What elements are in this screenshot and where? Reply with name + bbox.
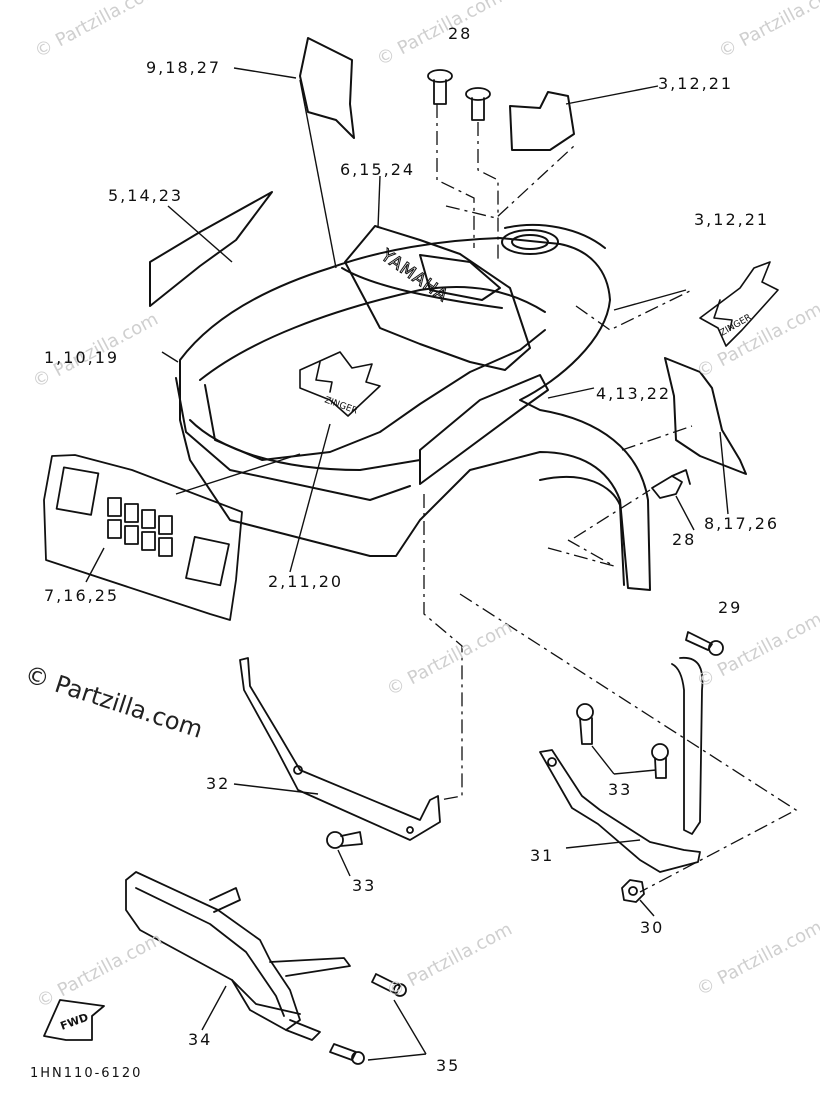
leader-3-12-21-top [565, 85, 659, 105]
guard-34 [125, 871, 351, 1041]
decal-fender-side [419, 374, 549, 485]
leader-3-12-21-mid [613, 289, 687, 311]
leader-7-16-25 [85, 547, 105, 583]
zinger-badge-separate [699, 261, 779, 347]
diagram-code: 1HN110-6120 [30, 1066, 143, 1081]
callout-28-top: 28 [448, 24, 473, 43]
callout-34: 34 [188, 1030, 213, 1049]
leader-35b [367, 1053, 427, 1061]
stay-31 [539, 657, 704, 873]
bolt-29 [685, 631, 724, 656]
callout-30: 30 [640, 918, 665, 937]
dash-screw-1 [436, 104, 475, 248]
leader-grille [175, 453, 301, 495]
decal-left [149, 191, 273, 307]
leader-33b [613, 769, 657, 775]
dash-decal-top [445, 145, 575, 219]
bolts-35 [329, 973, 407, 1065]
bolt-28-side [651, 469, 691, 499]
leader-9-18-27-ext [299, 79, 337, 269]
decal-top [299, 37, 355, 139]
screws-28-top [427, 69, 491, 121]
leader-9-18-27 [233, 67, 297, 79]
bolt-33-left [326, 831, 363, 849]
callout-4-13-22: 4,13,22 [596, 384, 672, 403]
dash-badge [575, 289, 693, 331]
decal-upper-right [509, 91, 575, 151]
front-emblem-plate [344, 225, 531, 371]
dash-decal-right [621, 425, 693, 451]
leader-2-11-20 [289, 423, 331, 573]
callout-6-15-24: 6,15,24 [340, 160, 416, 179]
leader-33a [591, 745, 615, 775]
callout-1-10-19: 1,10,19 [44, 348, 120, 367]
nut-30 [621, 879, 645, 903]
callout-5-14-23: 5,14,23 [108, 186, 184, 205]
dash-screw-2 [477, 122, 499, 262]
fwd-arrow [43, 999, 105, 1041]
leader-8-17-26 [719, 431, 729, 515]
leader-33-left [337, 849, 351, 877]
stay-32 [239, 657, 441, 841]
callout-8-17-26: 8,17,26 [704, 514, 780, 533]
leader-30 [639, 899, 655, 917]
fwd-text: FWD [59, 1011, 90, 1033]
leader-5-14-23 [167, 205, 233, 263]
callout-2-11-20: 2,11,20 [268, 572, 344, 591]
dash-mount [459, 593, 798, 893]
dash-left-mount [423, 494, 463, 801]
zinger-badge-body [299, 351, 381, 417]
bolts-33-right [576, 703, 669, 779]
callout-33-right: 33 [608, 780, 633, 799]
callout-3-12-21-mid: 3,12,21 [694, 210, 770, 229]
callout-28-side: 28 [672, 530, 697, 549]
leader-4-13-22 [547, 387, 595, 399]
callout-29: 29 [718, 598, 743, 617]
leader-32 [233, 783, 319, 795]
callout-35: 35 [436, 1056, 461, 1075]
leader-28-side [675, 495, 695, 531]
dash-nut [547, 539, 615, 567]
callout-9-18-27: 9,18,27 [146, 58, 222, 77]
zinger-text-body: ZINGER [323, 395, 359, 416]
callout-32: 32 [206, 774, 231, 793]
grille-emblem [43, 454, 243, 621]
leader-34 [201, 985, 227, 1031]
callout-33-left: 33 [352, 876, 377, 895]
callout-7-16-25: 7,16,25 [44, 586, 120, 605]
leader-31 [565, 839, 641, 849]
callout-3-12-21-top: 3,12,21 [658, 74, 734, 93]
leader-1-10-19 [161, 351, 179, 363]
leader-6-15-24 [377, 175, 381, 229]
callout-31: 31 [530, 846, 555, 865]
dash-bolt-28 [573, 489, 651, 539]
front-fender [175, 223, 651, 591]
decal-right-side [664, 357, 747, 475]
leader-35a [393, 999, 427, 1055]
